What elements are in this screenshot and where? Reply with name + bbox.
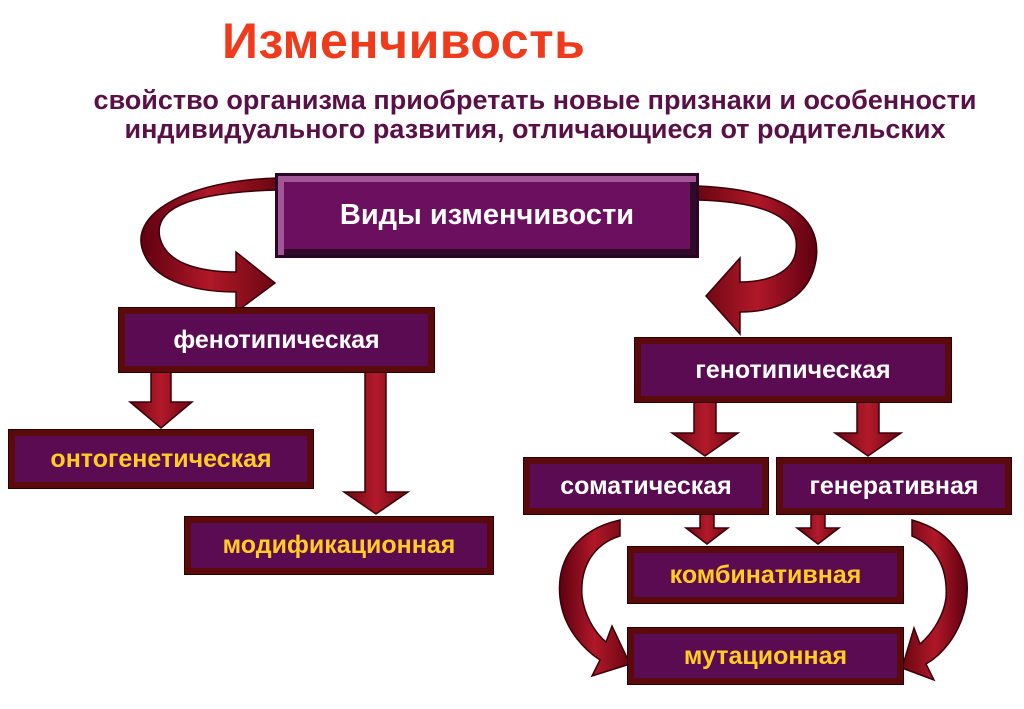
definition-text: свойство организма приобретать новые при… <box>93 85 977 144</box>
curved-arrow-generative-to-mutational <box>901 519 968 682</box>
box-phenotypic-label: фенотипическая <box>173 325 380 354</box>
box-phenotypic: фенотипическая <box>118 307 435 373</box>
box-ontogenetic-label: онтогенетическая <box>50 444 272 473</box>
arrow-to-ontogenetic <box>127 371 195 429</box>
box-genotypic: генотипическая <box>634 337 952 403</box>
box-mutational-label: мутационная <box>683 641 848 670</box>
main-box-types: Виды изменчивости <box>275 173 699 258</box>
box-somatic: соматическая <box>523 457 769 515</box>
box-somatic-label: соматическая <box>560 471 732 500</box>
arrow-generative-to-combinative <box>794 513 842 545</box>
box-mutational: мутационная <box>627 627 904 685</box>
box-generative: генеративная <box>776 457 1012 515</box>
curved-arrow-to-phenotypic <box>140 177 279 314</box>
box-ontogenetic: онтогенетическая <box>8 429 314 489</box>
box-generative-label: генеративная <box>809 471 979 500</box>
arrow-to-somatic <box>669 401 741 457</box>
box-modification-label: модификационная <box>222 531 456 559</box>
arrow-to-generative <box>832 401 904 457</box>
arrow-somatic-to-combinative <box>683 513 731 545</box>
page-title: Изменчивость <box>222 13 586 69</box>
curved-arrow-somatic-to-mutational <box>558 519 632 678</box>
box-combinative: комбинативная <box>627 546 904 604</box>
box-combinative-label: комбинативная <box>669 560 862 589</box>
curved-arrow-to-genotypic <box>697 185 818 336</box>
box-modification: модификационная <box>184 516 494 575</box>
box-genotypic-label: генотипическая <box>695 355 891 384</box>
main-box-label: Виды изменчивости <box>339 199 635 231</box>
arrow-to-modification <box>341 371 411 515</box>
